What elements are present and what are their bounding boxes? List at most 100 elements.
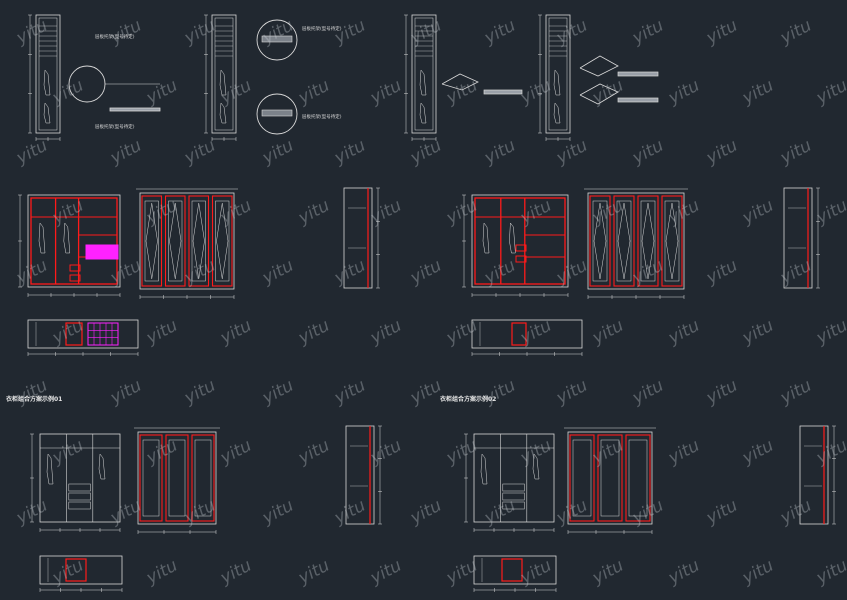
- door-panel-red: [191, 434, 215, 522]
- garment-outline: [98, 453, 106, 480]
- door-panel-red: [139, 434, 163, 522]
- garment-outline: [480, 453, 488, 485]
- door-panel-red: [569, 434, 595, 522]
- sheet-title-left: 衣柜组合方案示例01: [6, 396, 63, 403]
- plan-red-block: [65, 322, 83, 346]
- cabinet-inner: [414, 17, 434, 131]
- wardrobe-carcass: [27, 194, 121, 288]
- plan-red-block: [511, 322, 527, 346]
- callout-label-d: 层板托架(型号待定): [302, 113, 342, 120]
- plan-red-block: [65, 558, 87, 582]
- drawer-red: [515, 244, 527, 252]
- door-panel-red: [613, 195, 635, 287]
- callout-label-c: 层板托架(型号待定): [302, 25, 342, 32]
- garment-outline: [419, 69, 427, 96]
- door-diamond: [665, 202, 679, 280]
- drawer-front: [502, 483, 525, 492]
- door-set-outline: [139, 192, 235, 290]
- plan-view-outline: [471, 319, 583, 349]
- shelf-plan: [617, 97, 659, 103]
- drawer-front: [502, 492, 525, 501]
- garment-outline: [63, 222, 71, 254]
- door-inner-panel: [194, 439, 212, 517]
- door-panel-red: [141, 195, 163, 287]
- side-view-outline: [783, 187, 813, 289]
- cabinet-inner: [38, 17, 58, 131]
- door-inner-panel: [215, 200, 230, 282]
- plan-view-outline: [27, 319, 139, 349]
- garment-outline: [46, 453, 54, 485]
- door-diamond: [169, 202, 182, 280]
- plan-view-outline: [39, 555, 123, 585]
- door-inner-panel: [664, 200, 680, 282]
- door-inner-panel: [168, 200, 183, 282]
- cabinet-inner: [214, 17, 234, 131]
- garment-outline: [482, 222, 490, 254]
- door-inner-panel: [191, 200, 206, 282]
- wardrobe-carcass: [471, 194, 569, 288]
- wardrobe-carcass: [39, 433, 121, 523]
- door-panel-red: [188, 195, 210, 287]
- callout-label-b: 层板托架(型号待定): [95, 123, 135, 130]
- wardrobe-frame-red: [474, 197, 566, 285]
- side-view-outline: [345, 425, 375, 525]
- door-inner-panel: [168, 439, 186, 517]
- tall-cabinet-section: [211, 14, 237, 134]
- door-inner-panel: [640, 200, 656, 282]
- tall-cabinet-section: [411, 14, 437, 134]
- detail-callout-circle: [256, 93, 298, 135]
- door-inner-panel: [572, 439, 592, 517]
- door-diamond: [617, 202, 631, 280]
- drawer-front: [68, 501, 91, 510]
- shelf-isometric: [579, 83, 619, 105]
- side-view-outline: [343, 187, 373, 289]
- door-panel-red: [625, 434, 651, 522]
- tall-cabinet-section: [545, 14, 571, 134]
- door-panel-red: [637, 195, 659, 287]
- wardrobe-carcass: [473, 433, 555, 523]
- door-panel-red: [597, 434, 623, 522]
- sheet-title-right: 衣柜组合方案示例02: [440, 396, 497, 403]
- door-panel-red: [211, 195, 233, 287]
- door-diamond: [192, 202, 205, 280]
- garment-outline: [532, 453, 540, 480]
- garment-outline: [43, 69, 51, 96]
- shelf-detail: [109, 107, 161, 112]
- shelf-isometric: [579, 55, 619, 77]
- garment-outline: [219, 69, 227, 96]
- garment-outline: [43, 102, 51, 124]
- drawer-red: [515, 255, 527, 263]
- drawer-magenta: [85, 244, 119, 260]
- door-set-outline: [587, 192, 685, 290]
- drawer-front: [68, 492, 91, 501]
- door-panel-red: [661, 195, 683, 287]
- detail-callout-circle: [68, 65, 106, 103]
- cad-linework: 层板托架(型号待定)层板托架(型号待定)层板托架(型号待定)层板托架(型号待定): [18, 14, 836, 592]
- garment-outline: [219, 102, 227, 124]
- drawer-red: [69, 274, 81, 282]
- side-view-outline: [799, 425, 829, 525]
- door-inner-panel: [144, 200, 159, 282]
- garment-outline: [553, 102, 561, 124]
- garment-outline: [419, 102, 427, 124]
- door-diamond: [641, 202, 655, 280]
- door-inner-panel: [616, 200, 632, 282]
- door-diamond: [593, 202, 607, 280]
- drawer-front: [68, 483, 91, 492]
- plan-view-outline: [473, 555, 557, 585]
- shelf-isometric: [441, 73, 479, 91]
- plan-red-block: [501, 558, 523, 582]
- tall-cabinet-section: [35, 14, 61, 134]
- bracket-detail: [261, 35, 293, 43]
- door-set-outline: [137, 431, 217, 525]
- door-inner-panel: [142, 439, 160, 517]
- door-panel-red: [589, 195, 611, 287]
- door-panel-red: [164, 195, 186, 287]
- plan-magenta-grid: [87, 322, 119, 346]
- door-diamond: [216, 202, 229, 280]
- door-inner-panel: [628, 439, 648, 517]
- shelf-plan: [617, 71, 659, 77]
- detail-callout-circle: [256, 19, 298, 61]
- garment-outline: [509, 222, 516, 254]
- door-inner-panel: [600, 439, 620, 517]
